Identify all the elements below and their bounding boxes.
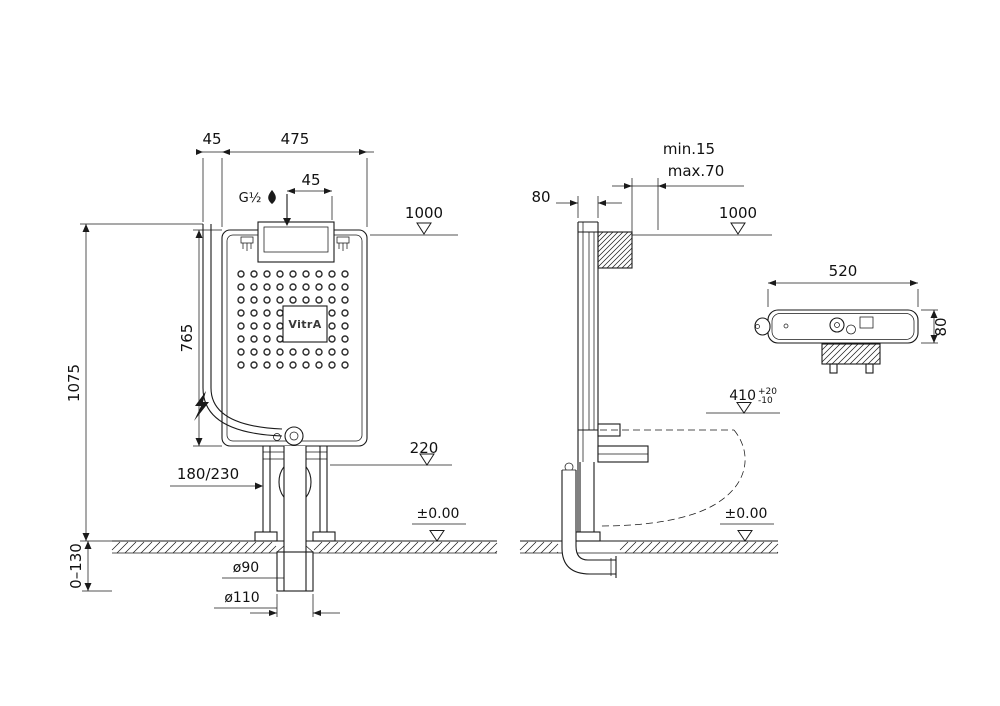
tank-body-top — [821, 343, 881, 365]
drain-pipe-front — [276, 446, 314, 592]
dim-0-130: 0–130 — [67, 543, 85, 589]
level-zero-front: ±0.00 — [417, 506, 460, 522]
cistern-top-outline — [767, 309, 919, 344]
wall-block-hatch — [597, 231, 633, 269]
dim-1000-front: 1000 — [405, 204, 443, 222]
wall-min-label: min.15 — [663, 140, 715, 158]
leg-top — [865, 363, 874, 374]
fixing-icon-right — [336, 236, 350, 251]
lightning-icon — [194, 391, 209, 421]
wall-max-label: max.70 — [668, 162, 725, 180]
leg-top — [829, 363, 838, 374]
level-triangle-icon — [737, 530, 753, 542]
dim-410: 410 — [729, 388, 756, 404]
perforation-dots — [237, 270, 349, 369]
fixing-bracket — [597, 423, 621, 437]
floor-section — [111, 540, 779, 554]
fixing-icon-left — [240, 236, 254, 251]
dim-1000-side: 1000 — [719, 204, 757, 222]
top-view: 520 80 — [754, 262, 950, 374]
inlet-thread-label: G½ — [239, 191, 262, 206]
access-panel — [257, 221, 335, 263]
flush-button — [829, 317, 845, 333]
brand-plate — [282, 305, 328, 343]
dim-520: 520 — [829, 262, 858, 280]
flush-pipe-end — [754, 317, 771, 336]
dim-220: 220 — [410, 439, 439, 457]
side-dimensions: 80 min.15 max.70 1000 410 +20 -10 ±0.00 — [531, 140, 780, 542]
level-triangle-icon — [429, 530, 445, 542]
leg-foot — [254, 531, 278, 542]
brand-logo: VitrA — [288, 318, 321, 331]
level-triangle-icon — [419, 453, 435, 466]
flush-button-small — [846, 324, 856, 335]
level-triangle-icon — [736, 402, 752, 414]
dim-80-top: 80 — [932, 317, 950, 336]
dim-180-230: 180/230 — [177, 465, 239, 483]
dim-410-tol-minus: -10 — [758, 396, 773, 406]
dim-80-side: 80 — [531, 188, 550, 206]
level-zero-side: ±0.00 — [725, 506, 768, 522]
water-drop-icon — [268, 190, 276, 204]
front-dimensions: 45 475 45 G½ 1000 765 — [65, 130, 466, 617]
side-view: 80 min.15 max.70 1000 410 +20 -10 ±0.00 — [531, 140, 780, 578]
frame-profile — [577, 221, 632, 540]
top-dimensions: 520 80 — [767, 262, 950, 344]
wc-bowl-outline — [599, 429, 746, 527]
floor-hatch — [111, 541, 277, 554]
front-view: VitrA — [65, 130, 466, 617]
dia-110: ø110 — [224, 590, 259, 606]
leg-foot — [312, 531, 336, 542]
level-triangle-icon — [730, 222, 746, 235]
dim-45-left: 45 — [202, 130, 221, 148]
dim-45-inlet: 45 — [301, 171, 320, 189]
wall-block — [597, 231, 633, 269]
dim-765: 765 — [178, 324, 196, 353]
level-triangle-icon — [416, 222, 432, 235]
dim-410-tol-plus: +20 — [758, 387, 777, 397]
dia-90: ø90 — [233, 560, 259, 576]
tank-body-hatch — [821, 343, 881, 365]
drain-pipe-side — [561, 469, 617, 578]
dim-1075: 1075 — [65, 364, 83, 402]
pipe-fitting — [284, 426, 304, 446]
dim-475: 475 — [281, 130, 310, 148]
